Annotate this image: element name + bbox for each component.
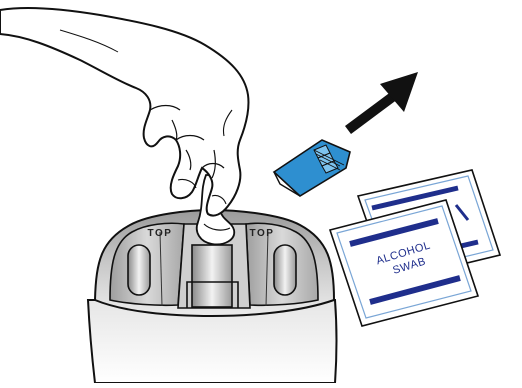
reader-right-slot <box>274 245 296 295</box>
sd-card-icon <box>274 140 350 196</box>
arrow-icon <box>348 72 418 130</box>
alcohol-swab-icon: ALCOHOL SWAB <box>330 170 500 326</box>
reader-left-slot <box>128 245 150 295</box>
reader-right-top-label: TOP <box>250 228 275 239</box>
reader-card-post <box>192 245 232 307</box>
reader-left-top-label: TOP <box>148 228 173 239</box>
